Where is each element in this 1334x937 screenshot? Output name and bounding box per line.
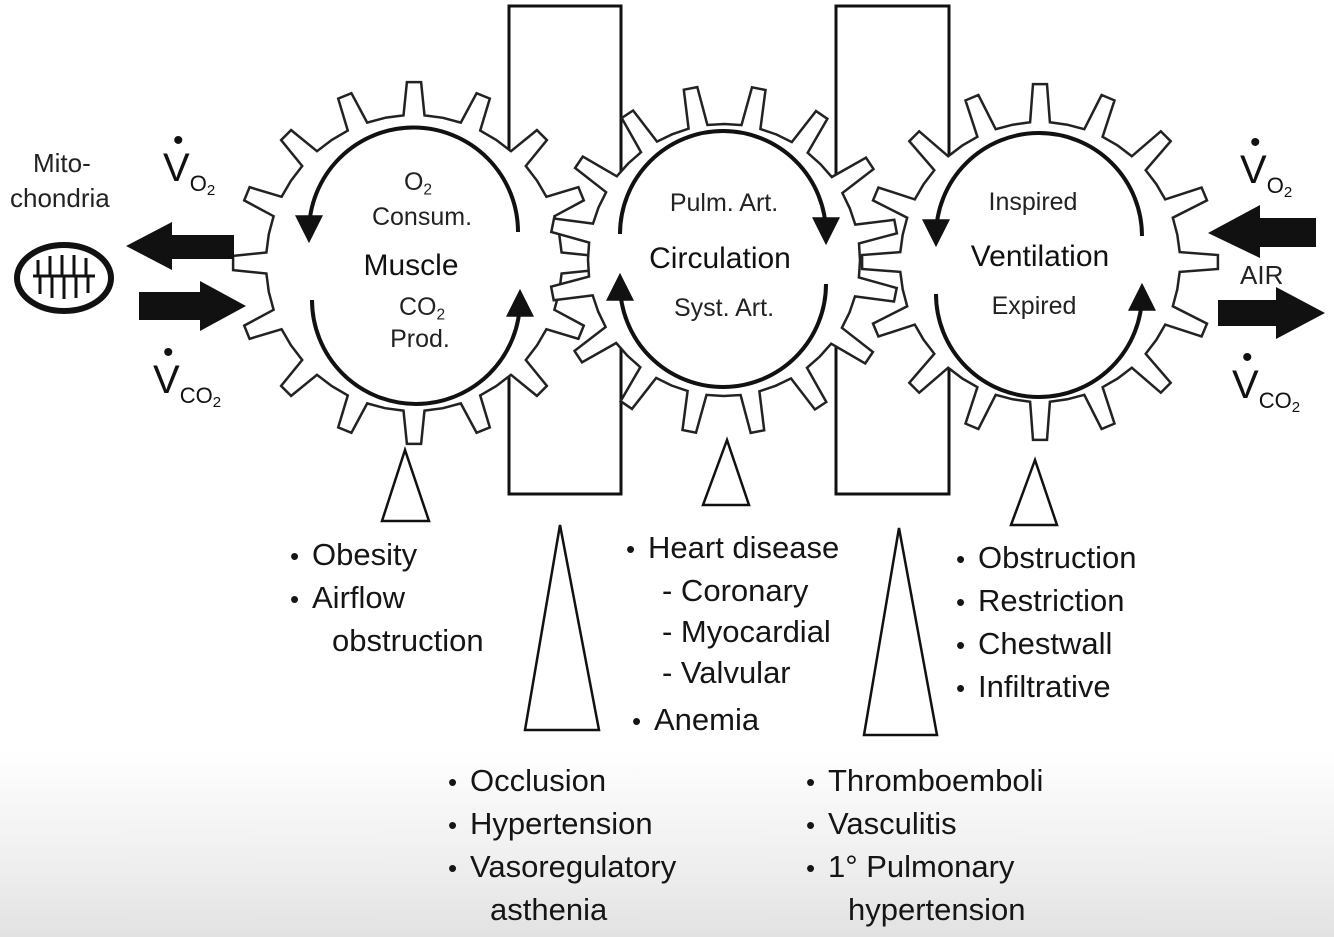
left-vo2-symbol: •VO2 [163, 124, 216, 199]
list-item: - Myocardial [662, 614, 831, 649]
list-item: Restriction [956, 580, 1137, 623]
circulation-pointer-triangle [701, 436, 751, 507]
heart-disorders-list: Heart disease- Coronary - Myocardial - Val… [626, 527, 839, 693]
systemic-vascular-disorders-list: OcclusionHypertensionVasoregulatoryasthe… [448, 760, 676, 930]
muscle-consum-label: Consum. [371, 203, 473, 231]
list-item: Thromboemboli [806, 760, 1043, 803]
muscle-prod-label: Prod. [390, 325, 450, 353]
right-o2-arrow [1208, 205, 1316, 258]
list-item: Obesity [290, 534, 484, 577]
circulation-title: Circulation [649, 242, 791, 275]
list-item: obstruction [332, 623, 484, 658]
ventilation-top-arc [922, 131, 1144, 248]
mitochondrion-icon [14, 242, 114, 314]
list-item: hypertension [848, 892, 1026, 927]
ventilation-title: Ventilation [970, 240, 1110, 273]
anemia-list: Anemia [632, 699, 759, 742]
muscle-disorders-list: ObesityAirflowobstruction [290, 534, 484, 661]
ventilation-pointer-triangle [1009, 456, 1059, 527]
mitochondria-label-line2: chondria [10, 183, 110, 213]
air-label: AIR [1240, 260, 1284, 290]
list-item: Vasculitis [806, 803, 1043, 846]
right-co2-arrow [1218, 287, 1325, 339]
muscle-o2-label: O2 [403, 168, 433, 199]
muscle-title: Muscle [363, 249, 459, 282]
muscle-top-arc [295, 125, 520, 244]
circulation-bottom-arc [606, 272, 828, 389]
left-co2-arrow [139, 281, 246, 331]
list-item: - Coronary [662, 573, 809, 608]
circulation-top-arc [618, 129, 840, 246]
list-item: 1° Pulmonary [806, 846, 1043, 889]
list-item: Heart disease [626, 527, 839, 570]
list-item: Anemia [632, 699, 759, 742]
list-item: Airflow [290, 577, 484, 620]
list-item: Hypertension [448, 803, 676, 846]
mitochondria-label-line1: Mito- [33, 148, 91, 178]
list-item: Chestwall [956, 623, 1137, 666]
systemic-pointer-triangle [523, 524, 601, 732]
pulmonary-pointer-triangle [862, 527, 939, 737]
list-item: Infiltrative [956, 666, 1137, 709]
muscle-pointer-triangle [380, 446, 431, 523]
list-item: asthenia [490, 892, 608, 927]
right-vco2-symbol: •VCO2 [1232, 341, 1301, 416]
muscle-co2-label: CO2 [398, 293, 446, 324]
circulation-bottom-label: Syst. Art. [673, 294, 775, 322]
ventilation-bottom-label: Expired [991, 292, 1077, 320]
right-vo2-symbol: •VO2 [1240, 126, 1293, 201]
list-item: Obstruction [956, 537, 1137, 580]
left-o2-arrow [126, 222, 234, 270]
list-item: Vasoregulatory [448, 846, 676, 889]
left-vco2-symbol: •VCO2 [153, 336, 222, 411]
list-item: Occlusion [448, 760, 676, 803]
circulation-top-label: Pulm. Art. [669, 189, 779, 217]
ventilation-bottom-arc [934, 282, 1156, 399]
ventilation-disorders-list: ObstructionRestrictionChestwallInfiltrat… [956, 537, 1137, 709]
list-item: - Valvular [662, 655, 791, 690]
pulmonary-vascular-disorders-list: ThromboemboliVasculitis1° Pulmonaryhyper… [806, 760, 1043, 930]
muscle-bottom-arc [310, 288, 534, 406]
ventilation-top-label: Inspired [988, 188, 1078, 216]
